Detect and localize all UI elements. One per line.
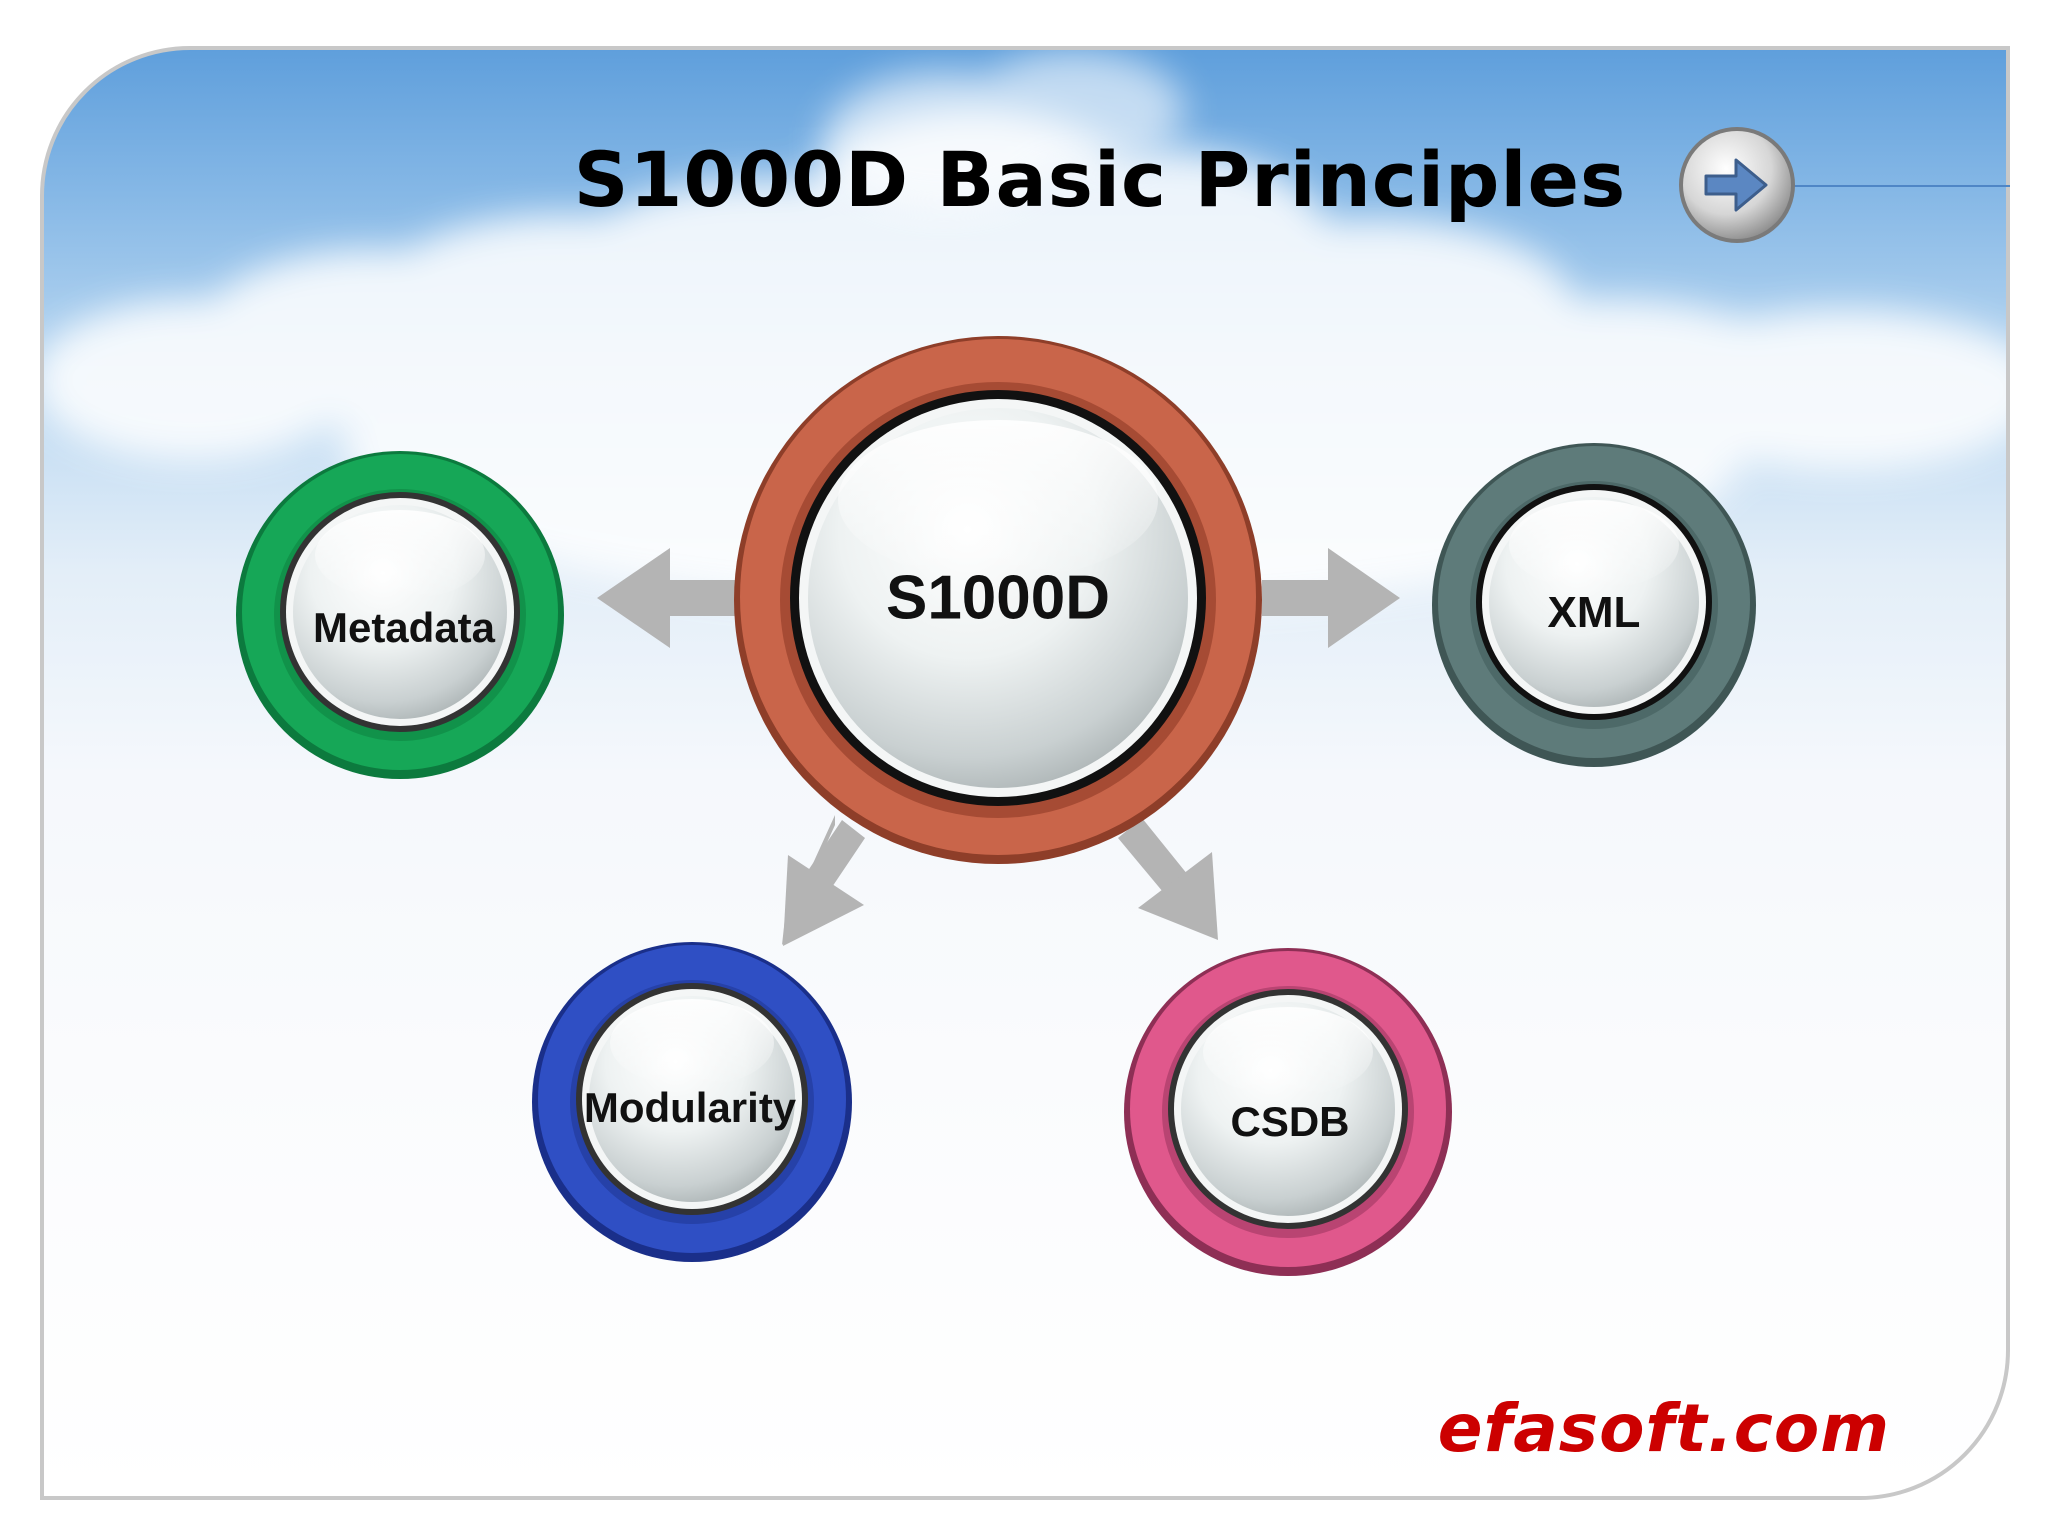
node-csdb[interactable] <box>1124 948 1452 1276</box>
node-xml[interactable] <box>1432 443 1756 767</box>
node-label-xml: XML <box>1547 588 1641 637</box>
node-label-metadata: Metadata <box>312 604 496 651</box>
slide-title: S1000D Basic Principles <box>573 135 1627 224</box>
node-modularity[interactable] <box>532 942 852 1262</box>
arrow-to-modularity <box>782 815 865 946</box>
slide-frame <box>40 46 2010 1500</box>
arrow-right-icon <box>1704 158 1768 212</box>
node-metadata[interactable] <box>236 451 564 779</box>
next-slide-button[interactable] <box>1676 124 1798 246</box>
arrow-to-csdb <box>1118 818 1218 940</box>
node-label-s1000d: S1000D <box>885 563 1111 633</box>
node-label-modularity: Modularity <box>583 1084 797 1131</box>
node-s1000d[interactable] <box>734 336 1262 864</box>
node-label-csdb: CSDB <box>1230 1098 1350 1145</box>
brand-logo-text: efasoft.com <box>1437 1390 1890 1467</box>
cloud-background <box>44 50 2006 610</box>
header-rule <box>1790 185 2010 187</box>
arrow-to-metadata <box>597 548 735 648</box>
arrow-to-xml <box>1262 548 1400 648</box>
